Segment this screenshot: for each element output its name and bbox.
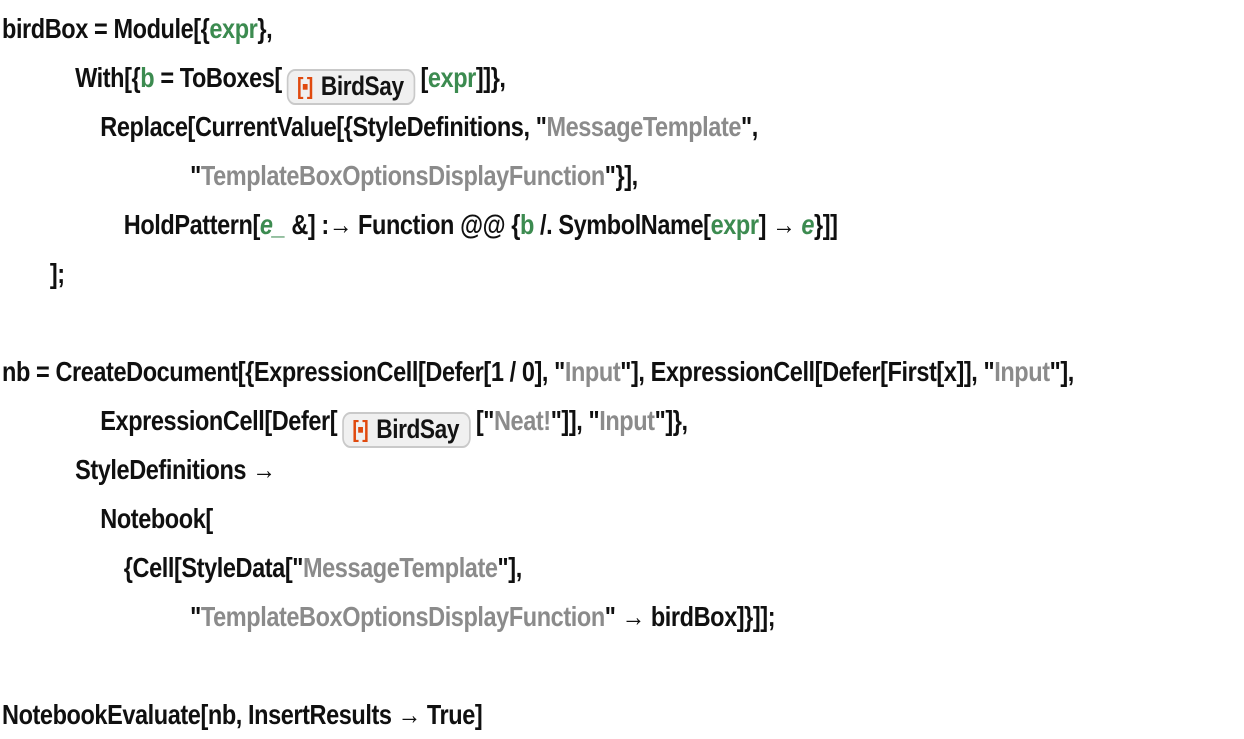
code-text: Replace[CurrentValue[{StyleDefinitions, …: [100, 111, 547, 142]
code-text: ] →: [758, 209, 802, 240]
code-text: ];: [49, 258, 65, 289]
code-text: ExpressionCell[Defer[: [100, 405, 338, 436]
code-text: /. SymbolName[: [533, 209, 711, 240]
code-text: Notebook[: [100, 503, 213, 534]
code-line: {Cell[StyleData["MessageTemplate"],: [2, 543, 1074, 592]
code-line: NotebookEvaluate[nb, InsertResults → Tru…: [2, 690, 1074, 739]
local-variable: b: [519, 209, 534, 240]
blank-line: [2, 641, 1074, 690]
code-text: &] :→ Function @@ {: [285, 209, 520, 240]
code-text: "}],: [604, 160, 638, 191]
code-text: ",: [741, 111, 758, 142]
code-text: StyleDefinitions →: [75, 454, 276, 485]
code-line: With[{b = ToBoxes[ [▪] BirdSay [expr]]},: [2, 53, 1074, 105]
code-text: }]]: [814, 209, 838, 240]
code-line: ];: [2, 249, 1074, 298]
code-text: " → birdBox]}]];: [604, 601, 776, 632]
string-literal: TemplateBoxOptionsDisplayFunction: [200, 601, 605, 632]
code-text: ": [190, 601, 201, 632]
code-line: birdBox = Module[{expr},: [2, 4, 1074, 53]
code-text: birdBox = Module[{: [2, 13, 210, 44]
local-variable: b: [140, 62, 155, 93]
code-text: "], ExpressionCell[Defer[First[x]], ": [620, 356, 995, 387]
local-variable: e_: [259, 209, 286, 240]
resource-function-name: BirdSay: [320, 71, 404, 101]
code-line: HoldPattern[e_ &] :→ Function @@ {b /. S…: [2, 200, 1074, 249]
string-literal: MessageTemplate: [302, 552, 498, 583]
string-literal: Neat!: [493, 405, 551, 436]
code-text: HoldPattern[: [123, 209, 261, 240]
code-cell: birdBox = Module[{expr},With[{b = ToBoxe…: [2, 4, 1074, 739]
code-text: [": [475, 405, 495, 436]
code-text: "]], ": [550, 405, 600, 436]
code-text: With[{: [75, 62, 141, 93]
code-text: ]]},: [475, 62, 506, 93]
string-literal: Input: [599, 405, 655, 436]
code-line: Replace[CurrentValue[{StyleDefinitions, …: [2, 102, 1074, 151]
local-variable: e: [801, 209, 815, 240]
code-text: = ToBoxes[: [154, 62, 282, 93]
code-line: ExpressionCell[Defer[[▪]BirdSay["Neat!"]…: [2, 396, 1074, 448]
code-text: "]},: [654, 405, 688, 436]
birdsay-resource-function-chip[interactable]: [▪] BirdSay: [286, 69, 416, 105]
code-text: ": [190, 160, 201, 191]
string-literal: Input: [564, 356, 621, 387]
code-text: },: [257, 13, 273, 44]
string-literal: MessageTemplate: [546, 111, 742, 142]
string-literal: TemplateBoxOptionsDisplayFunction: [200, 160, 605, 191]
local-variable: expr: [209, 13, 258, 44]
blank-line: [2, 298, 1074, 347]
code-text: NotebookEvaluate[nb, InsertResults → Tru…: [2, 699, 483, 730]
code-line: "TemplateBoxOptionsDisplayFunction" → bi…: [2, 592, 1074, 641]
code-line: "TemplateBoxOptionsDisplayFunction"}],: [2, 151, 1074, 200]
code-line: StyleDefinitions →: [2, 445, 1074, 494]
resource-function-icon: [▪]: [296, 73, 313, 99]
string-literal: Input: [994, 356, 1050, 387]
code-text: "],: [497, 552, 523, 583]
local-variable: expr: [427, 62, 476, 93]
resource-function-icon: [▪]: [352, 416, 368, 442]
code-line: Notebook[: [2, 494, 1074, 543]
code-text: nb = CreateDocument[{ExpressionCell[Defe…: [2, 356, 565, 387]
code-text: {Cell[StyleData[": [123, 552, 304, 583]
code-text: "],: [1049, 356, 1075, 387]
birdsay-resource-function-chip[interactable]: [▪] BirdSay: [342, 412, 471, 448]
resource-function-name: BirdSay: [376, 414, 460, 444]
local-variable: expr: [710, 209, 759, 240]
code-text: [: [420, 62, 428, 93]
code-line: nb = CreateDocument[{ExpressionCell[Defe…: [2, 347, 1074, 396]
